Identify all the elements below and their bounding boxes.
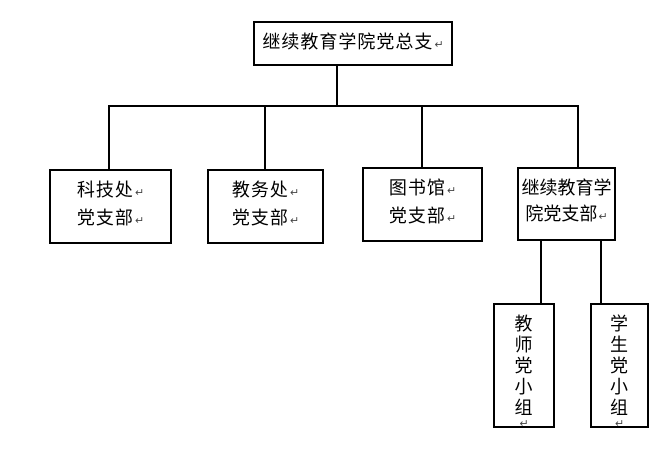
org-node-label-char: 师 xyxy=(514,335,534,356)
org-node-label-char: 小 xyxy=(514,377,534,398)
paragraph-mark: ↵ xyxy=(289,186,300,199)
org-node-academic-affairs: 教务处↵ 党支部↵ xyxy=(207,169,324,244)
org-node-root: 继续教育学院党总支↵ xyxy=(253,21,453,66)
org-node-label-char: 小 xyxy=(610,377,629,398)
org-node-label: 继续教育学院党总支↵ xyxy=(262,31,444,53)
org-node-label-line: 继续教育学 xyxy=(521,178,612,199)
org-node-label-line: 党支部↵ xyxy=(231,208,300,229)
paragraph-mark: ↵ xyxy=(519,417,529,430)
org-node-label-line: 科技处↵ xyxy=(76,180,145,201)
paragraph-mark: ↵ xyxy=(289,214,300,227)
org-node-label-char: 党 xyxy=(610,356,629,377)
org-node-label-char: 组 xyxy=(610,398,629,419)
org-node-teacher-group: 教 师 党 小 组 ↵ xyxy=(493,303,555,430)
org-node-label-line: 院党支部↵ xyxy=(525,204,608,225)
org-node-science-tech: 科技处↵ 党支部↵ xyxy=(49,169,172,244)
connector-drop-library xyxy=(421,105,423,167)
connector-root-trunk xyxy=(336,65,338,106)
connector-drop-teacher-group xyxy=(540,241,542,303)
org-node-label-char: 学 xyxy=(610,314,629,335)
paragraph-mark: ↵ xyxy=(434,37,444,51)
connector-drop-continuing-education xyxy=(577,105,579,167)
org-node-continuing-education: 继续教育学 院党支部↵ xyxy=(517,167,616,241)
org-node-label-line: 党支部↵ xyxy=(76,208,145,229)
org-node-label-line: 教务处↵ xyxy=(231,180,300,201)
org-node-student-group: 学 生 党 小 组 ↵ xyxy=(590,303,649,430)
org-node-library: 图书馆↵ 党支部↵ xyxy=(362,167,483,242)
connector-drop-academic-affairs xyxy=(264,105,266,169)
connector-drop-science-tech xyxy=(108,105,110,169)
paragraph-mark: ↵ xyxy=(614,417,625,430)
org-node-label-char: 生 xyxy=(610,335,629,356)
org-node-label-char: 教 xyxy=(514,314,534,335)
org-node-label-line: 党支部↵ xyxy=(388,206,457,227)
org-node-label-char: 党 xyxy=(514,356,534,377)
paragraph-mark: ↵ xyxy=(134,214,145,227)
connector-drop-student-group xyxy=(600,241,602,303)
paragraph-mark: ↵ xyxy=(598,210,608,223)
paragraph-mark: ↵ xyxy=(446,212,457,225)
connector-horizontal-bus xyxy=(108,105,579,107)
org-node-label-line: 图书馆↵ xyxy=(388,178,457,199)
paragraph-mark: ↵ xyxy=(446,184,457,197)
org-node-label-char: 组 xyxy=(514,398,534,419)
paragraph-mark: ↵ xyxy=(134,186,145,199)
